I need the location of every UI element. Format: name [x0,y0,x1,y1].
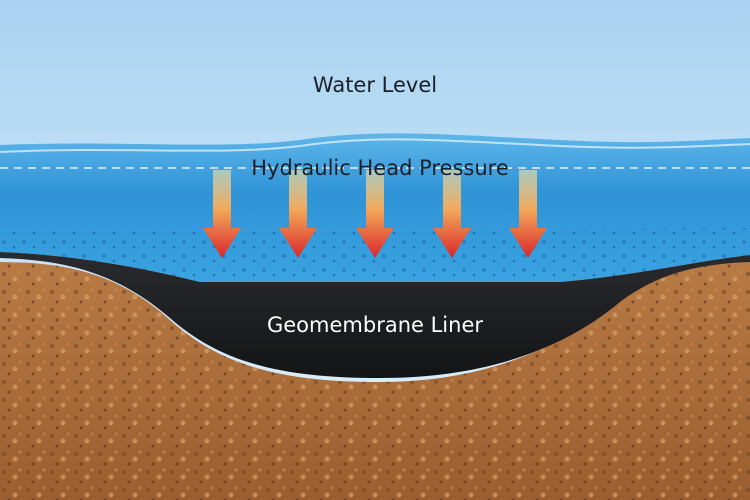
pressure-arrow-3 [356,170,394,258]
pressure-arrow-2 [279,170,317,258]
geomembrane-liner-label: Geomembrane Liner [267,313,483,337]
water-level-label: Water Level [313,73,437,97]
geomembrane-liner [0,252,750,378]
pressure-arrow-1 [203,170,241,258]
water-surface-highlight [0,138,750,153]
pressure-arrows [203,170,547,258]
soil-grains [0,260,750,500]
hydraulic-head-pressure-label: Hydraulic Head Pressure [251,156,509,180]
pressure-arrow-5 [509,170,547,258]
pressure-arrow-4 [433,170,471,258]
